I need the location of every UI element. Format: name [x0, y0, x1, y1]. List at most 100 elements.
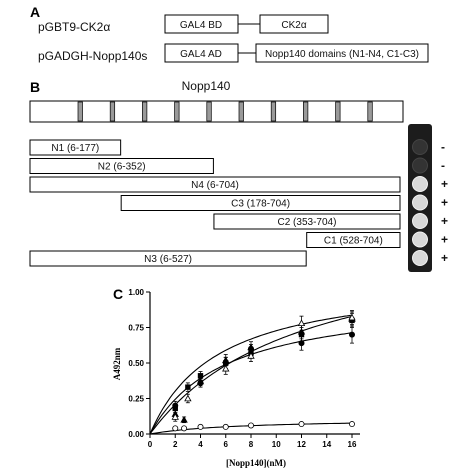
- growth-mark: -: [441, 140, 445, 154]
- data-point: [222, 423, 229, 430]
- yeast-spot: [412, 139, 428, 155]
- construct-box: [306, 232, 401, 248]
- x-tick-label: 2: [173, 440, 178, 449]
- yeast-spot: [412, 250, 428, 266]
- construct-bar: C1 (528-704): [306, 232, 401, 248]
- y-ticks: 0.00 0.25 0.50 0.75 1.00: [128, 288, 150, 439]
- construct-list: N1 (6-177) N2 (6-352) N4 (6-704) C3 (178-70…: [29, 139, 401, 267]
- marker-circle: [298, 421, 305, 428]
- y-tick-label: 0.50: [128, 359, 144, 368]
- marker-triangle: [348, 313, 356, 321]
- domain-label: CK2α: [281, 20, 306, 31]
- repeat-band: [174, 101, 180, 122]
- fit-curves: [149, 314, 353, 435]
- yeast-spot: [412, 213, 428, 229]
- growth-mark: +: [441, 251, 448, 265]
- x-tick-label: 4: [198, 440, 203, 449]
- marker-circle: [172, 425, 179, 432]
- data-point: [197, 378, 204, 388]
- plasmid-name: pGBT9-CK2α: [38, 20, 110, 34]
- y-tick-label: 1.00: [128, 288, 144, 297]
- x-tick-label: 16: [348, 440, 357, 449]
- repeat-band: [367, 101, 373, 122]
- construct-label: N3 (6-527): [144, 254, 192, 265]
- domain-box: [259, 14, 329, 34]
- panel-b-label: B: [30, 79, 40, 95]
- panel-a-row-2: pGADGH-Nopp140s GAL4 AD Nopp140 domains …: [38, 43, 429, 63]
- nopp140-full-bar: [29, 100, 404, 123]
- repeat-band: [335, 101, 341, 122]
- marker-triangle: [247, 352, 255, 359]
- construct-bar: C2 (353-704): [213, 213, 401, 230]
- fit-curve: [149, 314, 353, 435]
- construct-box: [120, 195, 401, 211]
- data-point: [298, 421, 305, 428]
- marker-circle: [247, 422, 254, 429]
- construct-label: N1 (6-177): [51, 143, 99, 154]
- domain-label: GAL4 BD: [180, 20, 222, 31]
- marker-circle: [197, 379, 204, 386]
- domain-label: Nopp140 domains (N1-N4, C1-C3): [265, 49, 419, 60]
- construct-bar: N2 (6-352): [29, 158, 214, 174]
- data-point: [171, 412, 179, 422]
- growth-mark: +: [441, 177, 448, 191]
- x-tick-label: 8: [249, 440, 254, 449]
- construct-box: [29, 250, 307, 267]
- marker-circle: [348, 421, 355, 428]
- yeast-spot: [412, 157, 428, 174]
- panel-a-label: A: [30, 4, 40, 20]
- marker-triangle: [222, 364, 230, 372]
- data-point: [222, 362, 230, 375]
- growth-scores: --+++++: [441, 140, 448, 265]
- marker-circle: [348, 331, 355, 338]
- construct-bar: C3 (178-704): [120, 195, 401, 211]
- plasmid-name: pGADGH-Nopp140s: [38, 49, 147, 63]
- construct-label: N2 (6-352): [98, 162, 146, 173]
- data-point: [172, 425, 179, 432]
- construct-box: [29, 176, 401, 193]
- marker-square: [185, 384, 191, 390]
- data-point: [185, 382, 191, 392]
- data-point: [348, 325, 355, 344]
- yeast-spot: [412, 231, 428, 248]
- data-point: [348, 310, 356, 326]
- growth-mark: +: [441, 233, 448, 247]
- yeast-spot: [412, 194, 428, 211]
- marker-triangle: [184, 394, 192, 402]
- y-tick-label: 0.25: [128, 395, 144, 404]
- data-point: [348, 421, 355, 428]
- construct-box: [29, 139, 122, 156]
- data-point: [172, 400, 179, 411]
- y-axis-label: A492nm: [112, 347, 122, 380]
- construct-bar: N3 (6-527): [29, 250, 307, 267]
- marker-triangle: [297, 327, 306, 335]
- growth-mark: +: [441, 214, 448, 228]
- construct-bar: N4 (6-704): [29, 176, 401, 193]
- x-tick-label: 14: [322, 440, 331, 449]
- x-tick-label: 0: [148, 440, 153, 449]
- growth-mark: +: [441, 196, 448, 210]
- repeat-band: [238, 101, 244, 122]
- x-tick-label: 10: [272, 440, 281, 449]
- repeat-bands: [77, 101, 373, 122]
- x-ticks: 0 2 4 6 8 10 12 14 16: [148, 434, 357, 449]
- y-tick-label: 0.75: [128, 324, 144, 333]
- data-point: [184, 393, 192, 404]
- construct-label: C3 (178-704): [231, 199, 290, 210]
- repeat-band: [206, 101, 212, 122]
- domain-box: [255, 43, 429, 63]
- data-point: [247, 422, 254, 429]
- yeast-growth-strip: [408, 124, 432, 272]
- construct-box: [213, 213, 401, 230]
- fit-curve: [149, 315, 353, 435]
- marker-circle: [197, 423, 204, 430]
- x-tick-label: 12: [297, 440, 306, 449]
- construct-label: C2 (353-704): [278, 217, 337, 228]
- y-tick-label: 0.00: [128, 430, 144, 439]
- x-tick-label: 6: [224, 440, 229, 449]
- data-point: [247, 349, 255, 362]
- construct-box: [29, 158, 214, 174]
- marker-triangle: [297, 319, 306, 327]
- data-point: [181, 425, 188, 432]
